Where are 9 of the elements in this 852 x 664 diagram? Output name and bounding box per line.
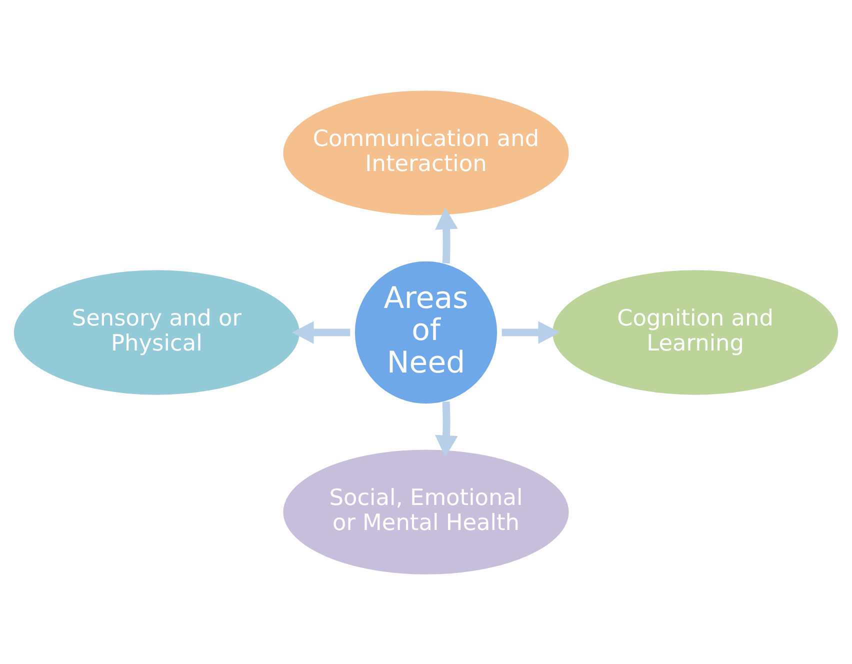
arrow [292, 320, 350, 344]
node-circle: Areas of Need [354, 260, 498, 404]
node-ellipse: Cognition and Learning [551, 268, 840, 396]
arrow [435, 207, 458, 263]
arrow [435, 401, 458, 457]
node-ellipse: Communication and Interaction [282, 88, 570, 216]
node-ellipse: Social, Emotional or Mental Health [282, 448, 570, 576]
node-ellipse: Sensory and or Physical [12, 268, 301, 396]
arrow [502, 320, 560, 344]
